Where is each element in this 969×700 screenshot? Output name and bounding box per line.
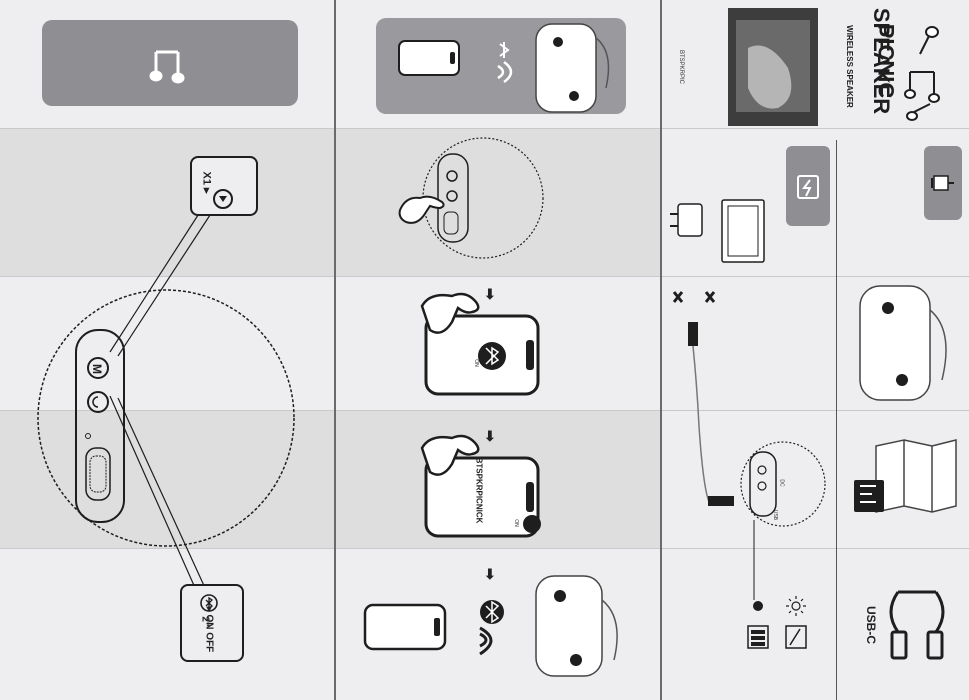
led-indicator-box (747, 596, 807, 649)
down-arrow-3: ⬇ (484, 566, 496, 582)
music-banner (42, 20, 298, 106)
port-zoom-circle (740, 441, 826, 527)
led-callout-line (753, 520, 755, 600)
fold-line-v1 (334, 0, 336, 700)
battery-charging-icon (797, 175, 819, 199)
plug-connector-icon (931, 175, 954, 191)
callout-play-box (190, 156, 258, 216)
charge-icon-box (786, 146, 830, 226)
speaker-illustration-bottom (535, 575, 618, 677)
callout-power-box (180, 584, 244, 662)
callout-lines (109, 211, 213, 591)
fold-line-h1 (0, 128, 969, 129)
phone-bluetooth-1 (420, 292, 540, 396)
fold-line-h2 (0, 276, 969, 277)
music-note-icon (149, 50, 185, 84)
fold-line-h3 (0, 410, 969, 411)
usb-cable (672, 291, 734, 506)
model-code: BTSPKRPIC (678, 49, 685, 85)
photo-box (728, 8, 818, 126)
hand-press-icon (398, 195, 445, 224)
folded-manual-icon (854, 439, 957, 513)
bluetooth-power-icon (200, 594, 218, 612)
callout-on-off: ▸ ON OFF (203, 606, 215, 653)
laptop-icon (721, 199, 765, 263)
usb-c-label: USB-C (864, 606, 878, 644)
down-arrow-2: ⬇ (484, 428, 496, 444)
music-notes-logo (904, 26, 940, 121)
bluetooth-wave-icon-bottom (479, 600, 504, 656)
fold-line-v3 (836, 140, 837, 700)
device-name-label: BTSPKRPICNICK (474, 457, 484, 524)
on-tag-2: ON (512, 519, 519, 527)
usb-c-cable-icon (889, 590, 945, 660)
bluetooth-wave-icon-top (497, 42, 513, 84)
speaker-illustration-top (535, 23, 610, 113)
on-tag: ON (472, 359, 479, 367)
brand-subtitle: WIRELESS SPEAKER (844, 25, 854, 108)
speaker-control-strip (75, 329, 125, 523)
play-pause-icon (213, 189, 233, 209)
brand-line-2: SPEAKER (869, 7, 895, 115)
down-arrow-1: ⬇ (484, 286, 496, 302)
speaker-side-illustration (859, 285, 947, 401)
shaded-band-top (0, 128, 660, 276)
usb-port-tag: USB (772, 509, 779, 521)
dc-tag: DC (778, 479, 785, 487)
wall-adapter-icon (670, 203, 703, 237)
fold-line-v2 (660, 0, 662, 700)
phone-icon-bottom (363, 603, 447, 651)
phone-bluetooth-2 (420, 434, 541, 538)
fold-line-h4 (0, 548, 969, 549)
zoom-circle (37, 289, 295, 547)
phone-icon-top (398, 40, 460, 76)
